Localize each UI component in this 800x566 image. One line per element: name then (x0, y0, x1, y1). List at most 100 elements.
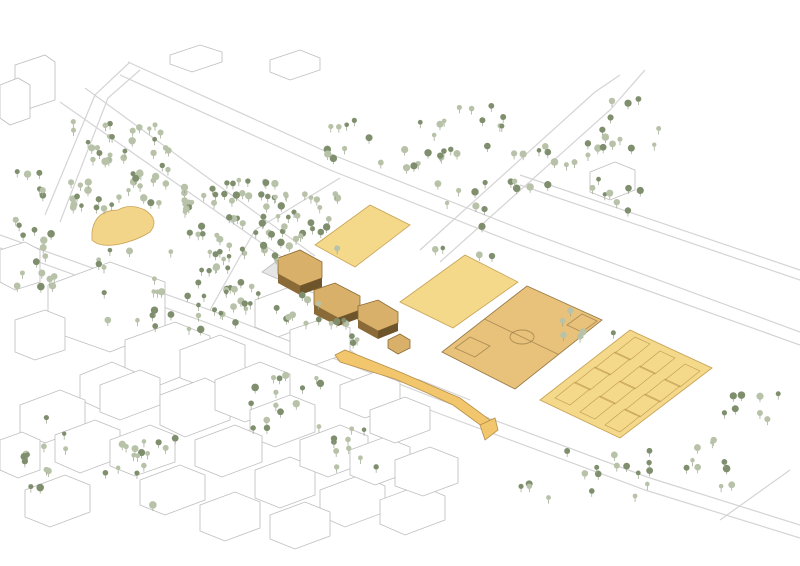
tree (39, 244, 47, 254)
tree (239, 220, 246, 230)
tree (317, 204, 323, 214)
tree (251, 383, 259, 394)
tree (577, 333, 584, 343)
tree (511, 178, 518, 188)
tree (512, 184, 521, 195)
tree (607, 114, 614, 124)
tree (241, 250, 248, 260)
tree (571, 159, 578, 169)
tree (101, 157, 110, 168)
tree (518, 483, 524, 493)
tree (197, 222, 206, 233)
linear-building-strip (334, 349, 499, 441)
tree (207, 249, 213, 258)
tree (721, 458, 728, 468)
tree (357, 455, 363, 464)
tree (152, 323, 159, 333)
tree (596, 176, 601, 186)
tree (239, 190, 246, 200)
tree (737, 391, 746, 402)
tree (610, 330, 616, 339)
tree (275, 214, 281, 223)
tree (43, 414, 49, 424)
tree (39, 187, 46, 197)
tree (135, 169, 144, 180)
tree (258, 191, 265, 201)
tree (115, 465, 121, 474)
sports-field-north (314, 204, 411, 268)
tree (71, 127, 77, 137)
tree (147, 199, 155, 209)
tree (201, 293, 207, 302)
tree (314, 375, 319, 385)
tree (90, 156, 96, 166)
tree (277, 238, 285, 249)
tree (247, 301, 253, 310)
tree (101, 264, 107, 274)
tree (63, 446, 69, 455)
tree (729, 392, 737, 402)
tree (107, 152, 113, 162)
tree (212, 191, 219, 201)
tree (346, 445, 352, 455)
tree (544, 148, 552, 159)
tree (245, 192, 253, 202)
tree (301, 191, 308, 201)
tree (156, 199, 162, 209)
tree (134, 470, 140, 480)
tree (221, 190, 228, 200)
tree (599, 143, 607, 154)
tree (336, 124, 342, 133)
tree (230, 303, 237, 313)
tree (184, 292, 191, 302)
tree (694, 444, 701, 454)
tree (137, 183, 143, 192)
tree (79, 203, 84, 212)
tree (131, 445, 139, 455)
tree (239, 246, 246, 256)
tree (88, 144, 96, 154)
tree (241, 300, 248, 310)
tree (316, 301, 322, 310)
tree (594, 470, 602, 480)
tree (158, 288, 166, 298)
tree (38, 269, 46, 280)
tree (625, 184, 632, 195)
tree (434, 180, 442, 190)
tree (330, 435, 338, 445)
tree (165, 147, 172, 157)
tree (140, 194, 148, 204)
tree (150, 149, 157, 159)
tree (226, 242, 233, 252)
tree (155, 439, 162, 449)
tree (303, 320, 309, 330)
tree (560, 331, 567, 341)
tree (263, 416, 271, 426)
tree (226, 253, 232, 263)
tree (201, 192, 207, 202)
tree (122, 148, 128, 158)
tree (107, 120, 113, 130)
tree (248, 400, 254, 410)
tree (333, 317, 341, 328)
tree (349, 339, 357, 349)
tree (636, 186, 644, 197)
tree (149, 501, 157, 511)
tree (199, 267, 205, 277)
tree (32, 258, 40, 268)
tree (471, 188, 479, 198)
tree (283, 193, 289, 202)
tree (341, 317, 347, 327)
tree (263, 424, 271, 434)
tree (456, 104, 462, 114)
tree (107, 247, 113, 257)
tree (159, 162, 165, 172)
tree (361, 427, 367, 436)
tree (325, 215, 332, 225)
tree (126, 187, 131, 197)
tree (95, 196, 102, 206)
tree (333, 464, 340, 473)
tree (209, 185, 216, 195)
tree (526, 483, 533, 493)
